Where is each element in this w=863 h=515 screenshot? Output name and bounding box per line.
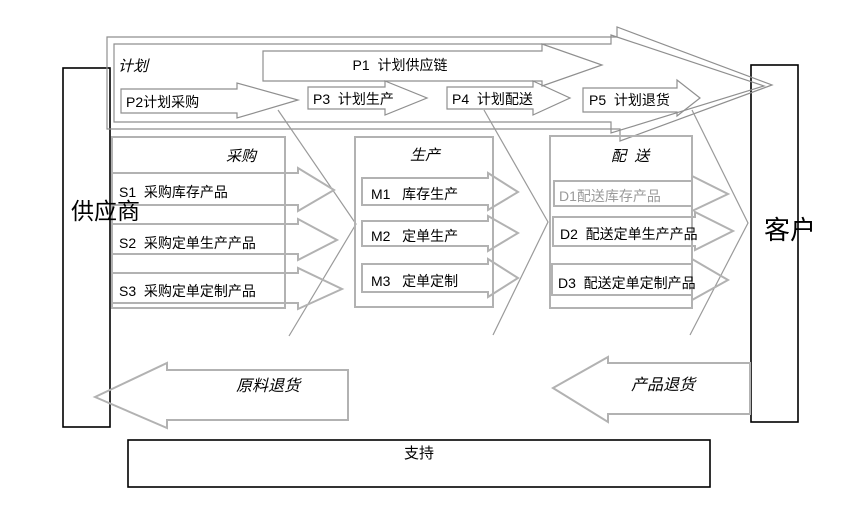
m3-label: M3 定单定制 — [371, 273, 458, 289]
plan-big-arrow-outer — [106, 26, 774, 142]
p1-label: P1 计划供应链 — [353, 57, 448, 73]
p5-label: P5 计划退货 — [589, 92, 670, 108]
p3-arrow — [307, 80, 429, 116]
m2-arrow — [361, 214, 520, 253]
m1-label: M1 库存生产 — [371, 186, 458, 202]
support-label: 支持 — [404, 445, 434, 462]
m2-label: M2 定单生产 — [371, 228, 458, 244]
p4-arrow — [446, 80, 572, 116]
p5-arrow — [582, 78, 701, 118]
customer-box — [750, 64, 799, 423]
p2-arrow — [120, 82, 301, 119]
return-materials-arrow — [92, 361, 349, 430]
d2-arrow — [552, 210, 736, 252]
source-section-box — [111, 136, 286, 309]
m3-arrow — [361, 257, 520, 299]
make-section-box — [354, 136, 494, 308]
s2-arrow — [111, 217, 340, 262]
s1-label: S1 采购库存产品 — [119, 184, 228, 200]
return-products-label: 产品退货 — [631, 376, 697, 394]
p4-label: P4 计划配送 — [452, 91, 533, 107]
p2-label: P2计划采购 — [126, 94, 199, 110]
d2-label: D2 配送定单生产产品 — [560, 226, 698, 242]
source-title: 采购 — [226, 148, 258, 165]
d1-label: D1配送库存产品 — [559, 188, 661, 204]
customer-label: 客户 — [764, 215, 816, 245]
return-materials-label: 原料退货 — [236, 377, 302, 395]
p3-label: P3 计划生产 — [313, 91, 394, 107]
m1-arrow — [361, 171, 520, 212]
make-title: 生产 — [410, 147, 442, 164]
support-box — [127, 439, 711, 488]
deliver-customer-chevron — [689, 109, 749, 336]
s3-label: S3 采购定单定制产品 — [119, 283, 256, 299]
d1-arrow — [553, 174, 731, 213]
deliver-title: 配 送 — [611, 148, 651, 165]
deliver-section-box — [549, 135, 693, 309]
d3-label: D3 配送定单定制产品 — [558, 275, 696, 291]
d3-arrow — [551, 257, 731, 302]
plan-title: 计划 — [118, 58, 150, 75]
s3-arrow — [111, 266, 345, 311]
supplier-box — [62, 67, 111, 428]
plan-big-arrow-inner — [113, 34, 766, 134]
p1-arrow — [262, 43, 604, 87]
supplier-label: 供应商 — [71, 198, 140, 224]
make-deliver-chevron — [483, 109, 549, 336]
s1-arrow — [111, 166, 336, 213]
return-products-arrow — [551, 355, 751, 424]
s2-label: S2 采购定单生产产品 — [119, 235, 256, 251]
